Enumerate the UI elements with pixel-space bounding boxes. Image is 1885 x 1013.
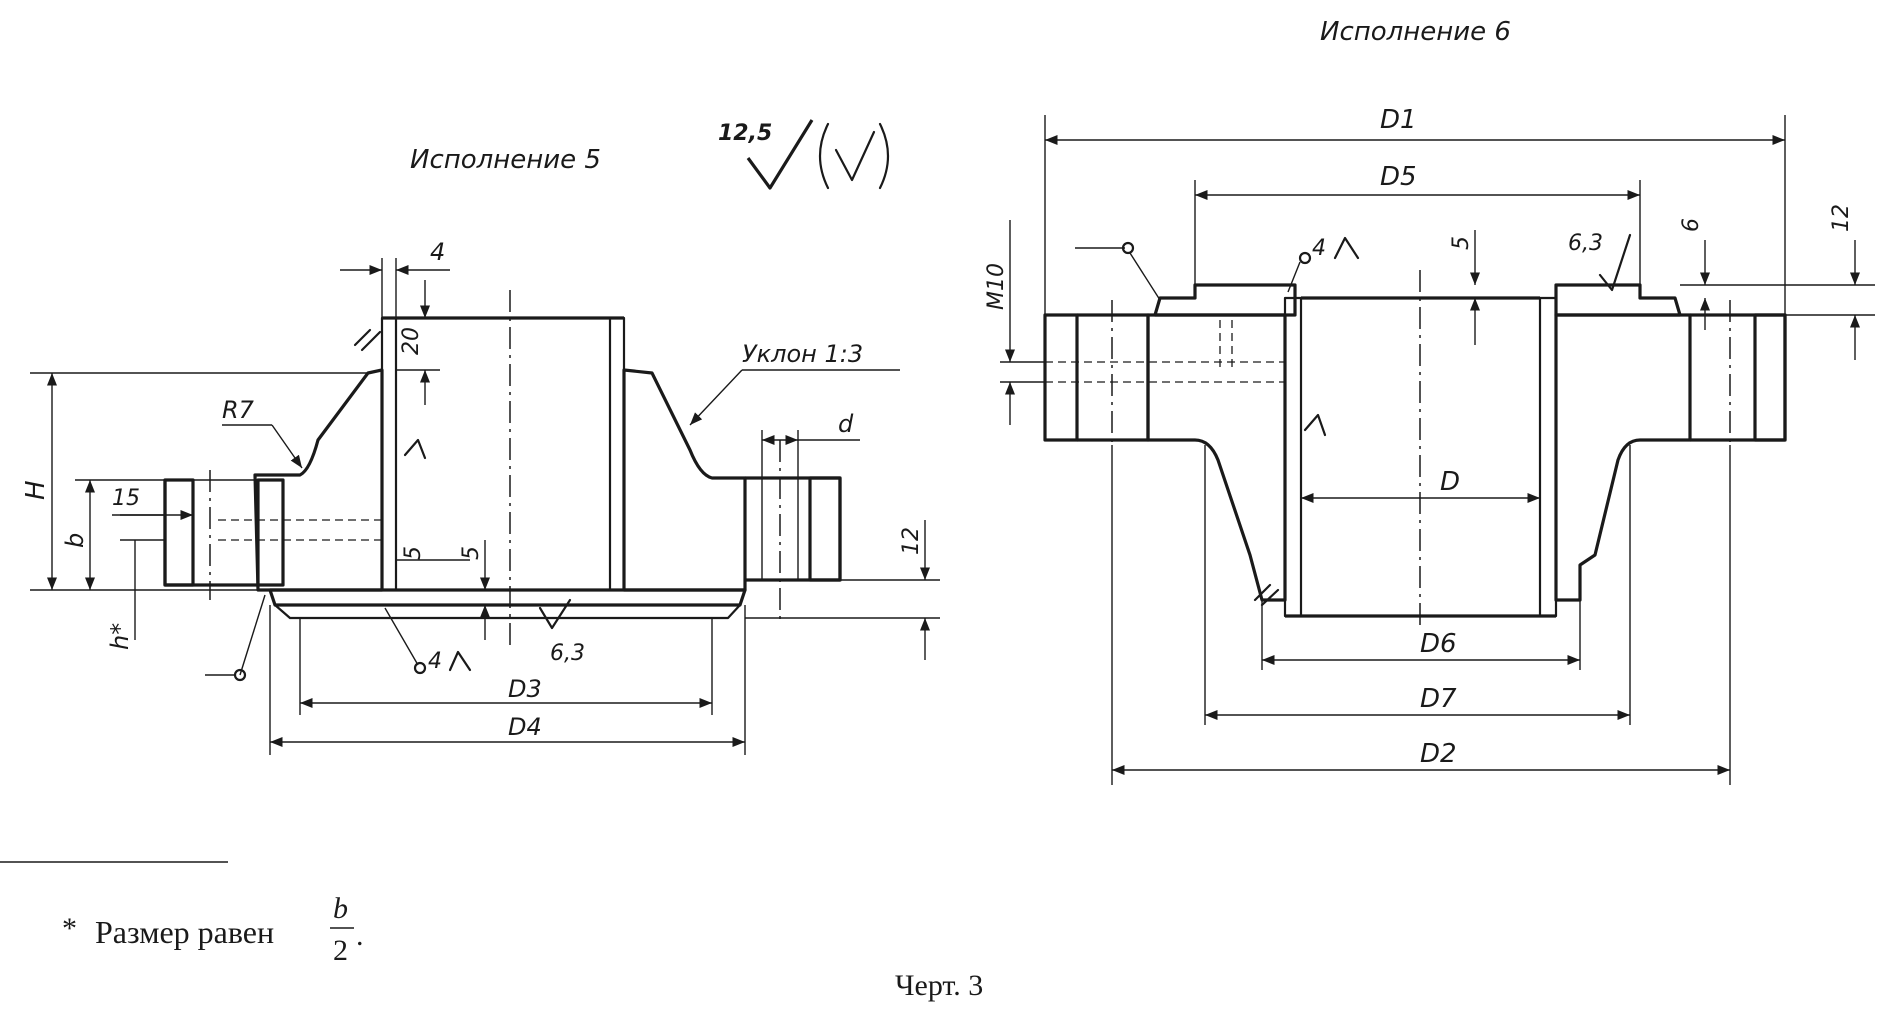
variant-6-title: Исполнение 6 bbox=[1320, 17, 1511, 47]
footnote-tail: . bbox=[356, 919, 364, 952]
v5-pipe-wall-right bbox=[608, 316, 626, 592]
v5-pipe-wall-left bbox=[380, 316, 398, 592]
v6-dim-6: 6 bbox=[1679, 218, 1704, 232]
variant-5-view: Исполнение 5 12,5 bbox=[21, 119, 940, 755]
v6-dim-12: 12 bbox=[1829, 204, 1854, 232]
v6-dim-D: D bbox=[1440, 467, 1460, 497]
v5-bottom-ring bbox=[268, 588, 747, 607]
v5-flange-left bbox=[256, 478, 285, 587]
v5-dim-4: 4 bbox=[430, 238, 445, 266]
v6-dim-D5: D5 bbox=[1380, 162, 1417, 192]
v6-dim-5: 5 bbox=[1449, 236, 1474, 250]
v5-dim-d: d bbox=[838, 410, 854, 438]
v6-rough-63: 6,3 bbox=[1568, 231, 1603, 256]
v6-dim-D6: D6 bbox=[1420, 629, 1457, 659]
v5-dim-D3: D3 bbox=[508, 675, 542, 703]
footnote-star: * bbox=[62, 912, 77, 945]
v6-hub-right bbox=[1554, 313, 1692, 602]
figure-caption: Черт. 3 bbox=[895, 969, 983, 1002]
v6-dim-D2: D2 bbox=[1420, 739, 1457, 769]
v6-hub-left bbox=[1146, 313, 1287, 602]
footnote-numerator: b bbox=[333, 892, 348, 925]
v5-dim-15: 15 bbox=[112, 486, 140, 511]
roughness-symbol: 12,5 bbox=[718, 119, 890, 190]
v5-dim-5: 5 bbox=[459, 546, 484, 560]
footnote-text: Размер равен bbox=[95, 914, 274, 950]
v6-dim-M10: M10 bbox=[984, 263, 1009, 310]
variant-5-title: Исполнение 5 bbox=[410, 145, 601, 175]
variant-6-view: Исполнение 6 D1 bbox=[984, 17, 1875, 785]
v6-dim-D7: D7 bbox=[1420, 684, 1457, 714]
v5-dim-h-star: h* bbox=[106, 623, 134, 650]
v6-rough-4: 4 bbox=[1312, 236, 1326, 261]
footnote: * Размер равен b 2 . bbox=[0, 861, 364, 967]
footnote-denominator: 2 bbox=[333, 934, 348, 967]
v5-dim-D4: D4 bbox=[508, 713, 542, 741]
v5-dim-H: H bbox=[21, 480, 51, 500]
v5-slope-label: Уклон 1:3 bbox=[742, 340, 863, 368]
v5-dim-12: 12 bbox=[899, 527, 924, 555]
v5-dim-b: b bbox=[61, 533, 89, 548]
v5-hub-right bbox=[622, 368, 747, 592]
v5-rough-4: 4 bbox=[428, 649, 442, 674]
v5-dim-R7: R7 bbox=[222, 396, 255, 424]
v5-dim-5b: 5 bbox=[401, 546, 426, 560]
roughness-value: 12,5 bbox=[718, 121, 772, 146]
v5-rough-63: 6,3 bbox=[550, 641, 585, 666]
v6-dim-D1: D1 bbox=[1380, 105, 1417, 135]
v5-dim-20: 20 bbox=[399, 327, 424, 355]
